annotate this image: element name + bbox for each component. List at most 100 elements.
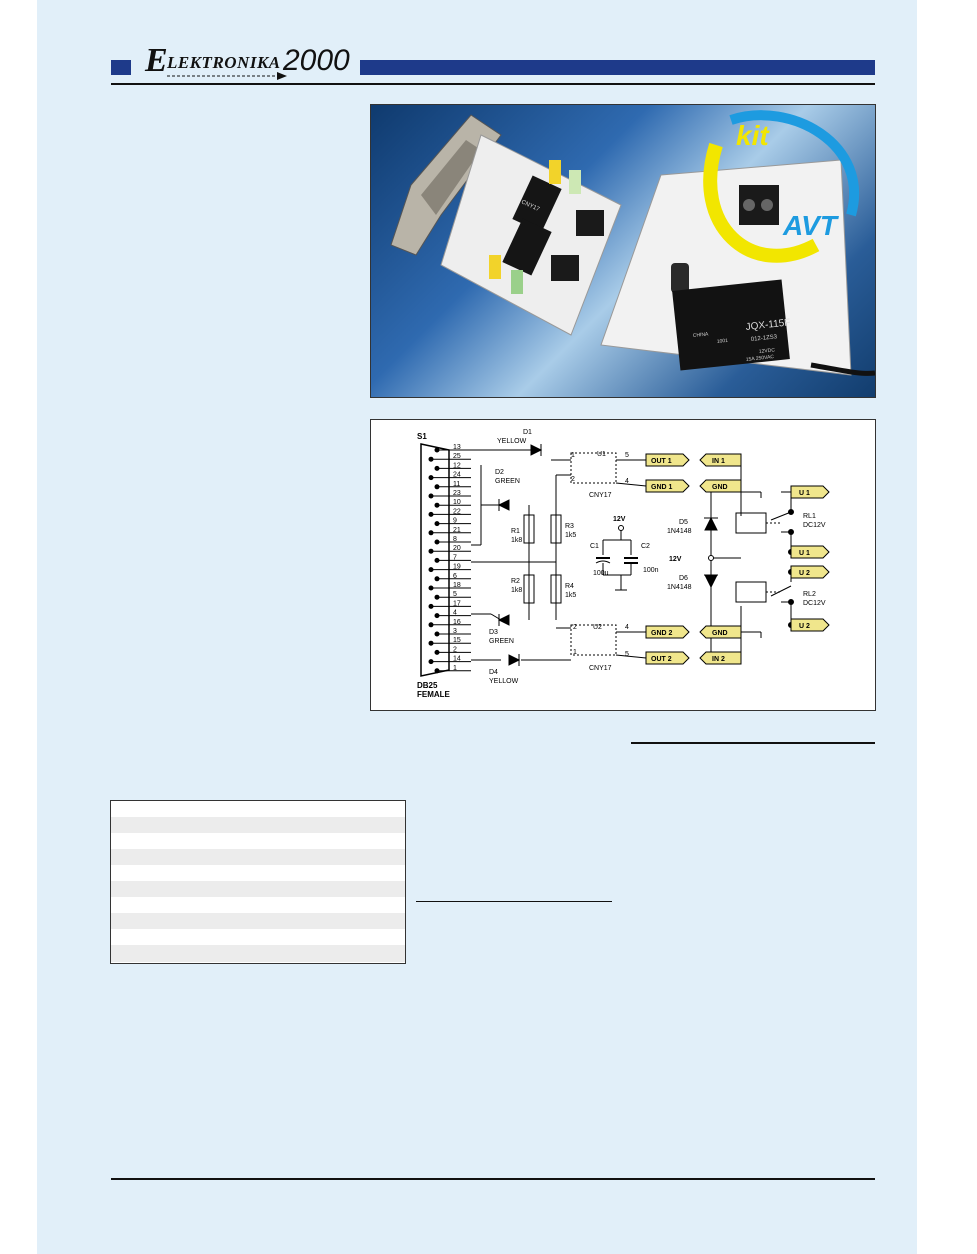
table-row <box>111 849 405 865</box>
d1-label: D1 <box>523 429 532 436</box>
d6-type: 1N4148 <box>667 584 692 591</box>
db25-pin-number: 22 <box>453 508 461 515</box>
u1-label: U1 <box>597 451 606 458</box>
db25-connector-image <box>390 114 502 256</box>
relay-origin-text: CHINA <box>693 331 710 339</box>
badge-avt-text: AVT <box>782 210 840 241</box>
r3-value: 1k5 <box>565 532 576 539</box>
header-bar <box>360 60 875 75</box>
db25-pin-number: 19 <box>453 564 461 571</box>
d4-label: D4 <box>489 669 498 676</box>
r4-label: R4 <box>565 583 574 590</box>
table-row <box>111 945 405 962</box>
db25-pin-number: 21 <box>453 527 461 534</box>
pcb-right-image: JQX-115F 012-1ZS3 12VDC 15A 250VAC CHINA… <box>600 159 875 376</box>
header-rule <box>111 83 875 85</box>
rl2-type: DC12V <box>803 600 826 607</box>
u2-pin5: 5 <box>625 651 629 658</box>
footer-rule <box>111 1178 875 1180</box>
gnd1-terminal: GND 1 <box>651 484 673 491</box>
r1-label: R1 <box>511 528 520 535</box>
r3-label: R3 <box>565 523 574 530</box>
gnd2-terminal: GND 2 <box>651 630 673 637</box>
c1-label: C1 <box>590 543 599 550</box>
db25-pin-number: 15 <box>453 637 461 644</box>
db25-pin-number: 4 <box>453 610 457 617</box>
c1-value: 100u <box>593 570 609 577</box>
kit-photo: CNY17 JQX-115F 012-1ZS3 12VDC 15A 250VAC… <box>370 104 876 398</box>
rl2-label: RL2 <box>803 591 816 598</box>
u2-pin1: 1 <box>573 649 577 656</box>
logo-name: LEKTRONIKA <box>167 53 281 72</box>
u2-terminal-bottom: U 2 <box>799 623 810 630</box>
r4-value: 1k5 <box>565 592 576 599</box>
out2-terminal: OUT 2 <box>651 656 672 663</box>
table-row <box>111 881 405 897</box>
table-row <box>111 913 405 929</box>
c2-value: 100n <box>643 567 659 574</box>
u1-pin4: 4 <box>625 478 629 485</box>
db25-pin-number: 7 <box>453 554 457 561</box>
db25-pin-number: 20 <box>453 545 461 552</box>
relay-model-text: JQX-115F <box>745 317 791 333</box>
d2-color: GREEN <box>495 478 520 485</box>
table-row <box>111 817 405 833</box>
d6-label: D6 <box>679 575 688 582</box>
db25-pin-number: 3 <box>453 628 457 635</box>
db25-pin-number: 25 <box>453 453 461 460</box>
logo-initial: E <box>145 42 168 79</box>
in2-terminal: IN 2 <box>712 656 725 663</box>
db25-pin-number: 16 <box>453 619 461 626</box>
gnd-terminal-top: GND <box>712 484 728 491</box>
u1-type: CNY17 <box>589 492 612 499</box>
d3-label: D3 <box>489 629 498 636</box>
db25-pin-number: 14 <box>453 656 461 663</box>
db25-pin-number: 5 <box>453 591 457 598</box>
d5-label: D5 <box>679 519 688 526</box>
magazine-logo: E LEKTRONIKA 2000 <box>145 42 355 82</box>
u2-pin4: 4 <box>625 624 629 631</box>
db25-pin-number: 6 <box>453 573 457 580</box>
in1-terminal: IN 1 <box>712 458 725 465</box>
db25-pin-number: 23 <box>453 490 461 497</box>
db25-pin-number: 2 <box>453 646 457 653</box>
d2-label: D2 <box>495 469 504 476</box>
rl1-label: RL1 <box>803 513 816 520</box>
connector-label: S1 <box>417 432 427 441</box>
header-block <box>111 60 131 75</box>
db25-pin-number: 24 <box>453 472 461 479</box>
u1-pin5: 5 <box>625 452 629 459</box>
badge-kit-text: kit <box>736 120 770 151</box>
relay-12v-label: 12V <box>669 556 682 563</box>
relay-code-text: 012-1ZS3 <box>751 334 778 343</box>
rl1-type: DC12V <box>803 522 826 529</box>
db25-pin-number: 8 <box>453 536 457 543</box>
relay-rating1-text: 12VDC <box>759 347 776 355</box>
db25-pin-number: 18 <box>453 582 461 589</box>
section-rule-right <box>631 742 875 744</box>
u1-terminal-bottom: U 1 <box>799 550 810 557</box>
out1-terminal: OUT 1 <box>651 458 672 465</box>
db25-pin-number: 12 <box>453 462 461 469</box>
pcb-left-image: CNY17 <box>440 134 622 336</box>
cap-12v-label: 12V <box>613 516 626 523</box>
connector-type-2: FEMALE <box>417 690 451 699</box>
db25-pin-number: 9 <box>453 518 457 525</box>
u2-label: U2 <box>593 624 602 631</box>
db25-pin-number: 13 <box>453 444 461 451</box>
d1-color: YELLOW <box>497 438 527 445</box>
u1-pin2: 2 <box>571 476 575 483</box>
d3-color: GREEN <box>489 638 514 645</box>
connector-type-1: DB25 <box>417 681 438 690</box>
parts-table <box>110 800 406 964</box>
db25-pin-number: 1 <box>453 665 457 672</box>
relay-rating2-text: 15A 250VAC <box>746 354 775 363</box>
logo-number: 2000 <box>283 44 350 77</box>
logo-arrow-icon <box>167 72 287 80</box>
u2-type: CNY17 <box>589 665 612 672</box>
db25-pin-number: 10 <box>453 499 461 506</box>
db25-pin-number: 11 <box>453 481 460 488</box>
u2-pin2: 2 <box>573 624 577 631</box>
r2-label: R2 <box>511 578 520 585</box>
